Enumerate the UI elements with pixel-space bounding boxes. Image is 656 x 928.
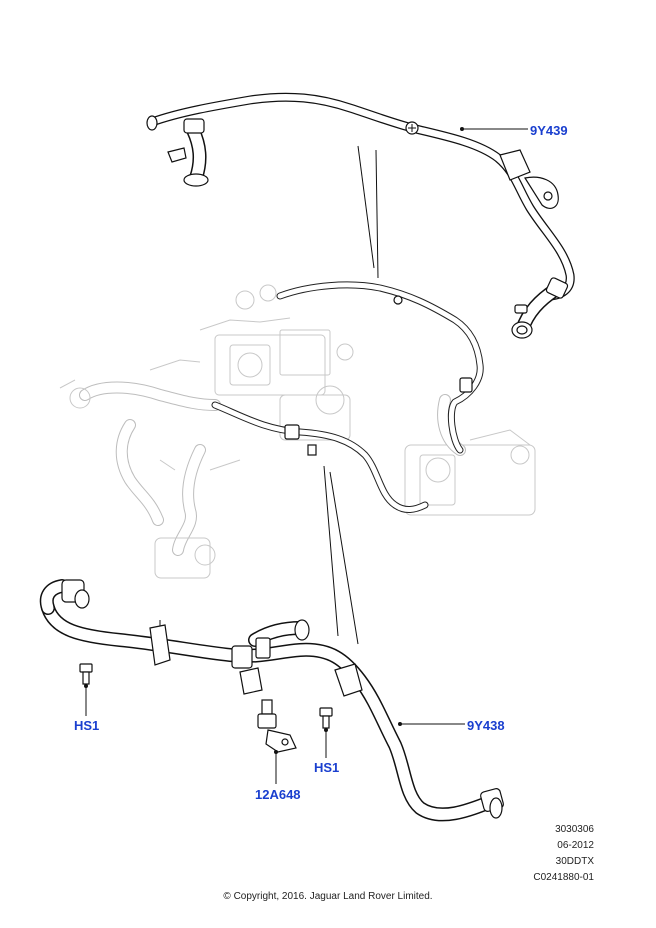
callout-sensor-label[interactable]: 12A648	[255, 787, 301, 802]
model-code: 30DDTX	[555, 856, 594, 867]
copyright-notice: © Copyright, 2016. Jaguar Land Rover Lim…	[223, 891, 433, 902]
sensor-12a648	[257, 699, 297, 753]
callout-upper-pipe-label[interactable]: 9Y439	[530, 123, 568, 138]
installed-pipes-midview	[211, 281, 484, 513]
bolt-hs1-left	[79, 663, 93, 685]
illustration-number: 3030306	[555, 824, 594, 835]
coolant-pipe-9y439	[146, 92, 575, 339]
callout-leaders	[84, 127, 528, 784]
bolt-hs1-right	[319, 707, 333, 729]
coolant-hose-9y438	[39, 579, 504, 822]
callout-bolt-right-label[interactable]: HS1	[314, 760, 340, 775]
callout-lower-hose-label[interactable]: 9Y438	[467, 718, 505, 733]
callout-bolt-left-label[interactable]: HS1	[74, 718, 100, 733]
illustration-date: 06-2012	[557, 840, 594, 851]
explosion-lines	[323, 145, 379, 645]
catalog-number: C0241880-01	[533, 872, 594, 883]
